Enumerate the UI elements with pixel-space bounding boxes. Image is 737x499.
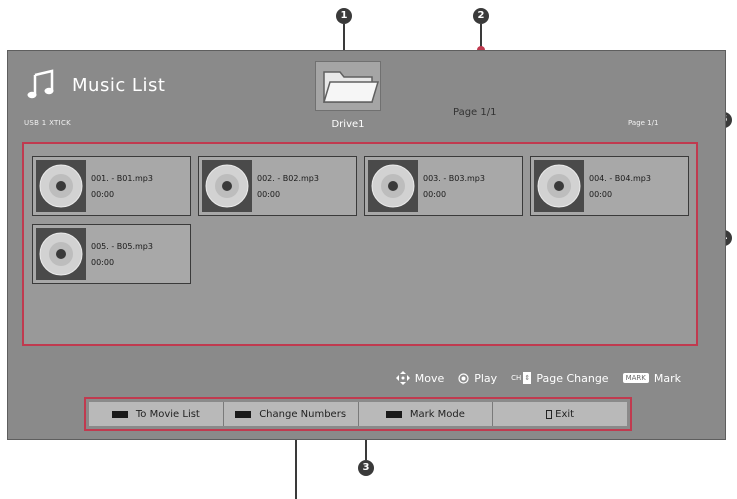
music-item[interactable]: 002. - B02.mp3 00:00: [198, 156, 357, 216]
callout-3-line-b: [295, 436, 297, 499]
music-list-screen: Music List USB 1 XTICK Drive1 Page 1/1 P…: [7, 50, 726, 440]
change-numbers-label: Change Numbers: [259, 408, 347, 420]
navigation-arrows-icon: [395, 371, 410, 385]
exit-label: Exit: [555, 408, 575, 420]
color-key-icon: [111, 410, 128, 418]
up-down-arrow-icon: ⇕: [523, 372, 532, 384]
key-hints: Move Play CH ⇕ Page Change MARK Mark: [382, 371, 681, 385]
cd-disc-icon: [202, 160, 252, 212]
music-item[interactable]: 003. - B03.mp3 00:00: [364, 156, 523, 216]
music-grid: 001. - B01.mp3 00:00 002. - B02.mp3 00:0…: [22, 142, 698, 346]
track-name: 003. - B03.mp3: [423, 174, 485, 183]
hint-page-change: CH ⇕ Page Change: [511, 372, 608, 385]
track-name: 005. - B05.mp3: [91, 242, 153, 251]
hint-mark-label: Mark: [653, 371, 681, 385]
hint-move-label: Move: [414, 371, 445, 385]
mark-key-icon: MARK: [622, 373, 649, 383]
exit-icon: [546, 409, 553, 419]
track-duration: 00:00: [91, 258, 115, 267]
track-duration: 00:00: [91, 190, 115, 199]
callout-3: 3: [358, 460, 374, 476]
track-duration: 00:00: [589, 190, 613, 199]
music-item[interactable]: 005. - B05.mp3 00:00: [32, 224, 191, 284]
title-area: Music List: [26, 69, 165, 101]
hint-play-label: Play: [474, 371, 498, 385]
music-item[interactable]: 001. - B01.mp3 00:00: [32, 156, 191, 216]
drive-label: Drive1: [331, 119, 365, 130]
callout-1: 1: [336, 8, 352, 24]
usb-device-label: USB 1 XTICK: [24, 119, 72, 127]
drive-folder[interactable]: [315, 61, 381, 111]
callout-2: 2: [473, 8, 489, 24]
page-indicator-right: Page 1/1: [628, 119, 659, 127]
cd-disc-icon: [534, 160, 584, 212]
callout-1-line: [343, 24, 345, 58]
cd-disc-icon: [36, 228, 86, 280]
change-numbers-button[interactable]: Change Numbers: [223, 402, 359, 426]
to-movie-list-button[interactable]: To Movie List: [89, 402, 224, 426]
track-duration: 00:00: [257, 190, 281, 199]
color-key-icon: [235, 410, 252, 418]
ok-button-icon: [458, 372, 469, 384]
hint-move: Move: [395, 371, 445, 385]
music-note-icon: [26, 69, 56, 101]
page-indicator-top: Page 1/1: [453, 107, 497, 118]
track-name: 004. - B04.mp3: [589, 174, 651, 183]
folder-icon: [322, 71, 380, 103]
hint-page-change-label: Page Change: [536, 371, 609, 385]
mark-mode-label: Mark Mode: [409, 408, 465, 420]
hint-mark: MARK Mark: [622, 371, 681, 385]
mark-mode-button[interactable]: Mark Mode: [358, 402, 494, 426]
music-item[interactable]: 004. - B04.mp3 00:00: [530, 156, 689, 216]
to-movie-list-label: To Movie List: [135, 408, 200, 420]
exit-button[interactable]: Exit: [493, 402, 627, 426]
channel-updown-icon: CH ⇕: [511, 372, 532, 384]
hint-play: Play: [458, 372, 497, 385]
color-key-icon: [385, 410, 402, 418]
page-title: Music List: [72, 74, 166, 96]
track-name: 002. - B02.mp3: [257, 174, 319, 183]
function-button-bar: To Movie List Change Numbers Mark Mode E…: [84, 397, 632, 431]
track-duration: 00:00: [423, 190, 447, 199]
callout-3-line-a: [365, 436, 367, 460]
callout-2-line: [480, 24, 482, 48]
cd-disc-icon: [368, 160, 418, 212]
track-name: 001. - B01.mp3: [91, 174, 153, 183]
channel-key-label: CH: [511, 374, 522, 382]
cd-disc-icon: [36, 160, 86, 212]
